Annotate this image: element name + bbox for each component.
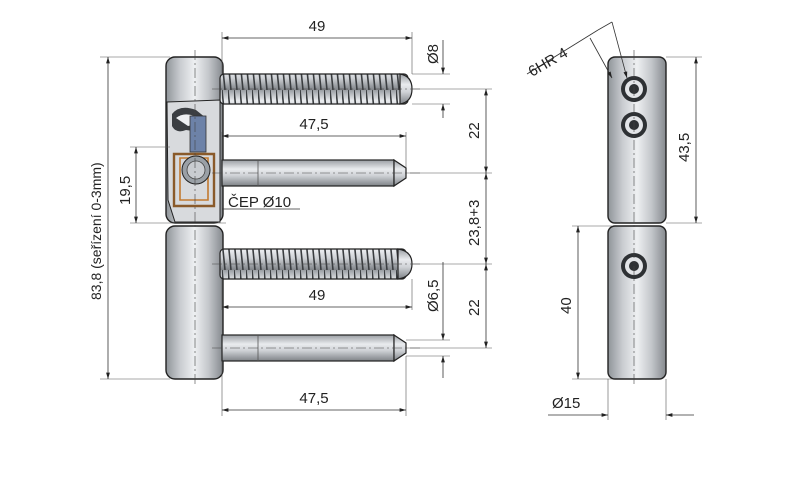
dim-pin-length-top: 47,5 [299,116,328,133]
hinge-side-view [607,50,667,385]
dim-hex-socket: 6HR 4 [526,44,571,80]
dim-pin-length-bottom: 47,5 [299,390,328,407]
dim-side-top-height: 43,5 [676,133,693,162]
dim-screw-length-top: 49 [309,18,326,35]
dim-overall-height: 83,8 (seřízení 0-3mm) [88,162,104,300]
side-upper-barrel [607,56,667,224]
dim-screw-diameter-bottom: Ø6,5 [425,279,442,312]
dim-screw-diameter-top: Ø8 [425,44,442,64]
hinge-front-view [165,50,420,385]
label-pin: ČEP Ø10 [228,194,291,211]
dim-screw-length-bottom: 49 [309,287,326,304]
dim-spacing-top-right: 22 [466,122,483,139]
adjustment-cutaway [166,99,221,223]
front-view-dimensions: 49 Ø8 47,5 22 19,5 83,8 (seřízení 0-3mm)… [88,18,492,416]
lower-barrel [165,225,224,380]
dim-middle-spacing: 23,8+3 [466,200,483,246]
dim-barrel-diameter: Ø15 [552,395,580,412]
side-lower-barrel [607,225,667,380]
dim-spacing-bottom-right: 22 [466,299,483,316]
dim-adjust-height: 19,5 [117,176,134,205]
dim-side-bottom-height: 40 [558,297,575,314]
